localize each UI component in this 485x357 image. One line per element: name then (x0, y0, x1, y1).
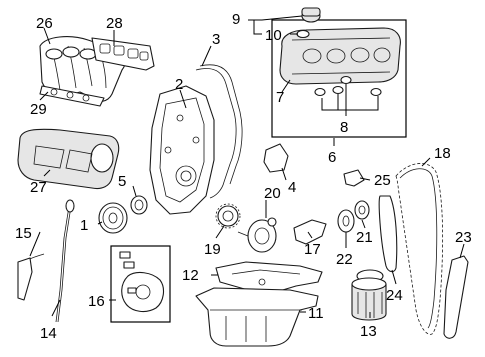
oil-seal-part (130, 195, 148, 215)
small-gasket-part (263, 143, 289, 173)
callout-25: 25 (374, 172, 391, 189)
callout-24: 24 (386, 287, 403, 304)
timing-cover-part (149, 85, 215, 215)
bracket-part (293, 219, 327, 245)
callout-21: 21 (356, 229, 373, 246)
callout-13: 13 (360, 323, 377, 340)
callout-26: 26 (36, 15, 53, 32)
crank-pulley-part (98, 202, 128, 234)
callout-18: 18 (434, 145, 451, 162)
tensioner-part (354, 200, 370, 220)
timing-chain-part (395, 163, 444, 335)
callout-12: 12 (182, 267, 199, 284)
cover-gasket-part (195, 68, 237, 199)
callout-9: 9 (232, 11, 240, 28)
callout-1: 1 (80, 217, 88, 234)
callout-29: 29 (30, 101, 47, 118)
callout-20: 20 (264, 185, 281, 202)
oil-cap-part (296, 7, 321, 39)
oil-filter-part (351, 269, 387, 321)
manifold-gasket-part (39, 85, 105, 107)
callout-16: 16 (88, 293, 105, 310)
vvt-gear-part (237, 217, 277, 253)
callout-6: 6 (328, 149, 336, 166)
intake-gasket-part (91, 37, 155, 71)
baffle-plate-part (215, 261, 323, 293)
chain-guide-long-part (378, 195, 398, 273)
callout-23: 23 (455, 229, 472, 246)
callout-labels: 26 28 29 2 3 9 10 7 8 6 4 5 27 1 15 14 1… (15, 11, 472, 342)
grommet-parts (314, 75, 382, 97)
oil-pan-upper-part (17, 128, 120, 190)
callout-4: 4 (288, 179, 296, 196)
valve-cover-part (279, 27, 401, 85)
callout-3: 3 (212, 31, 220, 48)
callout-2: 2 (175, 76, 183, 93)
chain-guide-right-part (443, 255, 469, 339)
dipstick-tube-part (17, 253, 45, 301)
callout-22: 22 (336, 251, 353, 268)
crank-sprocket-part (337, 209, 355, 233)
oil-pump-part (119, 251, 165, 313)
chain-guide-small-part (343, 169, 365, 187)
callout-11: 11 (308, 305, 324, 322)
callout-27: 27 (30, 179, 47, 196)
oil-pump-group-box (110, 245, 171, 323)
callout-14: 14 (40, 325, 57, 342)
callout-15: 15 (15, 225, 32, 242)
callout-28: 28 (106, 15, 123, 32)
dipstick-part (55, 199, 75, 323)
callout-10: 10 (265, 27, 282, 44)
callout-19: 19 (204, 241, 221, 258)
cam-sprocket-part (215, 203, 241, 229)
callout-17: 17 (304, 241, 321, 258)
oil-pan-part (195, 287, 319, 347)
leader-lines (29, 15, 465, 318)
callout-8: 8 (340, 119, 348, 136)
valve-cover-group-box (271, 19, 407, 138)
callout-5: 5 (118, 173, 126, 190)
callout-7: 7 (276, 89, 284, 106)
